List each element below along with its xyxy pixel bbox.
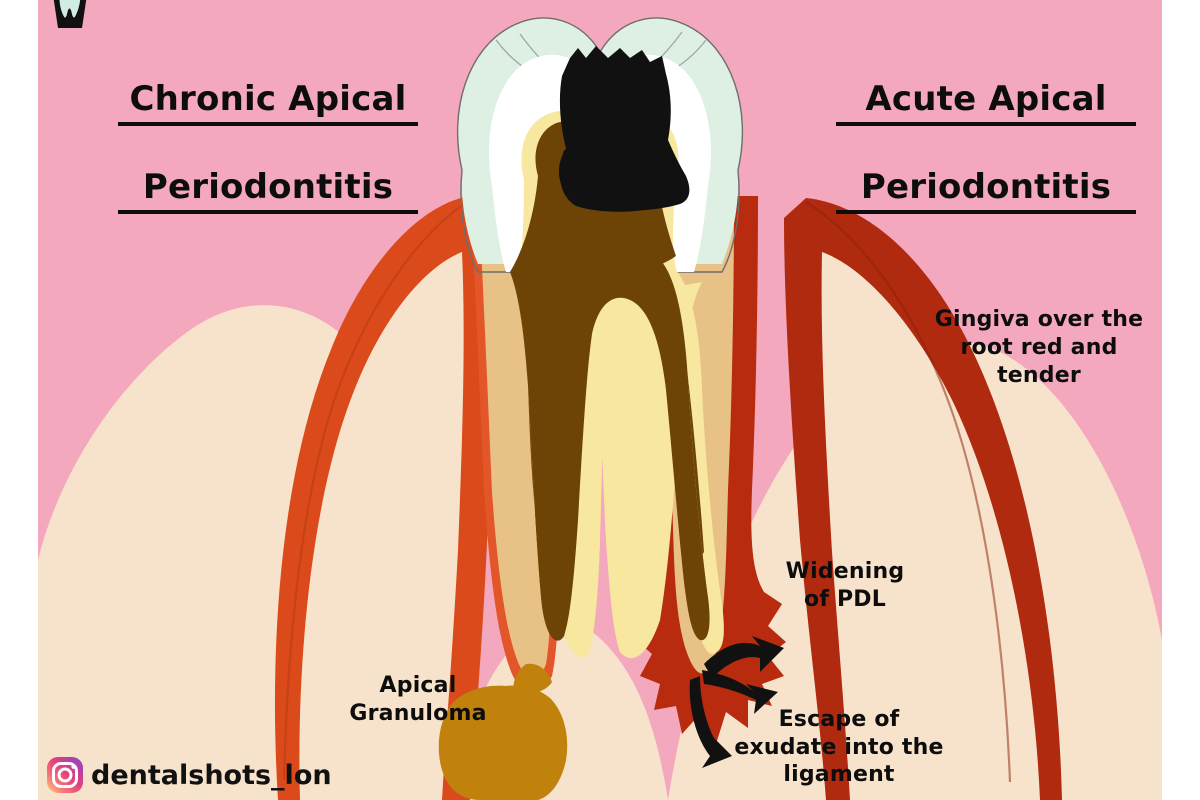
title-left-line2: Periodontitis — [118, 167, 418, 214]
arrow-exudate-right — [702, 670, 778, 714]
apical-granuloma — [438, 685, 568, 800]
arrow-exudate-up-right — [704, 636, 784, 678]
gingiva-right-fold-line — [805, 201, 1012, 783]
bone-inside-gingiva-right — [821, 252, 1040, 800]
instagram-icon — [47, 757, 83, 793]
carious-lesion-pulp-extension — [560, 150, 681, 212]
canal-right — [680, 378, 710, 639]
title-right-line2: Periodontitis — [836, 167, 1136, 214]
tooth-logo-icon — [53, 0, 87, 28]
title-right-line1: Acute Apical — [836, 79, 1136, 126]
annotation-widening-of-pdl: Widening of PDL — [785, 559, 905, 613]
arrow-exudate-down — [689, 676, 732, 768]
title-left-line1: Chronic Apical — [118, 79, 418, 126]
title-acute-apical-periodontitis: Acute Apical Periodontitis — [836, 38, 1136, 255]
apical-granuloma-neck — [513, 663, 552, 694]
carious-lesion — [558, 46, 690, 211]
gingiva-left-fold-line — [282, 199, 471, 781]
watermark-credit: dentalshots_lon — [46, 756, 332, 794]
annotation-escape-of-exudate: Escape of exudate into the ligament — [734, 707, 944, 788]
exudate-escape-arrows — [689, 636, 784, 768]
canal-left — [528, 386, 576, 641]
page-margin-left — [0, 0, 38, 800]
bone-inside-gingiva-left — [299, 252, 464, 800]
annotation-gingiva-red-and-tender: Gingiva over the root red and tender — [934, 307, 1144, 389]
instagram-handle: dentalshots_lon — [91, 759, 332, 791]
page-margin-right — [1162, 0, 1200, 800]
title-chronic-apical-periodontitis: Chronic Apical Periodontitis — [118, 38, 418, 255]
annotation-apical-granuloma: Apical Granuloma — [349, 673, 487, 727]
enamel-outline — [456, 17, 744, 273]
